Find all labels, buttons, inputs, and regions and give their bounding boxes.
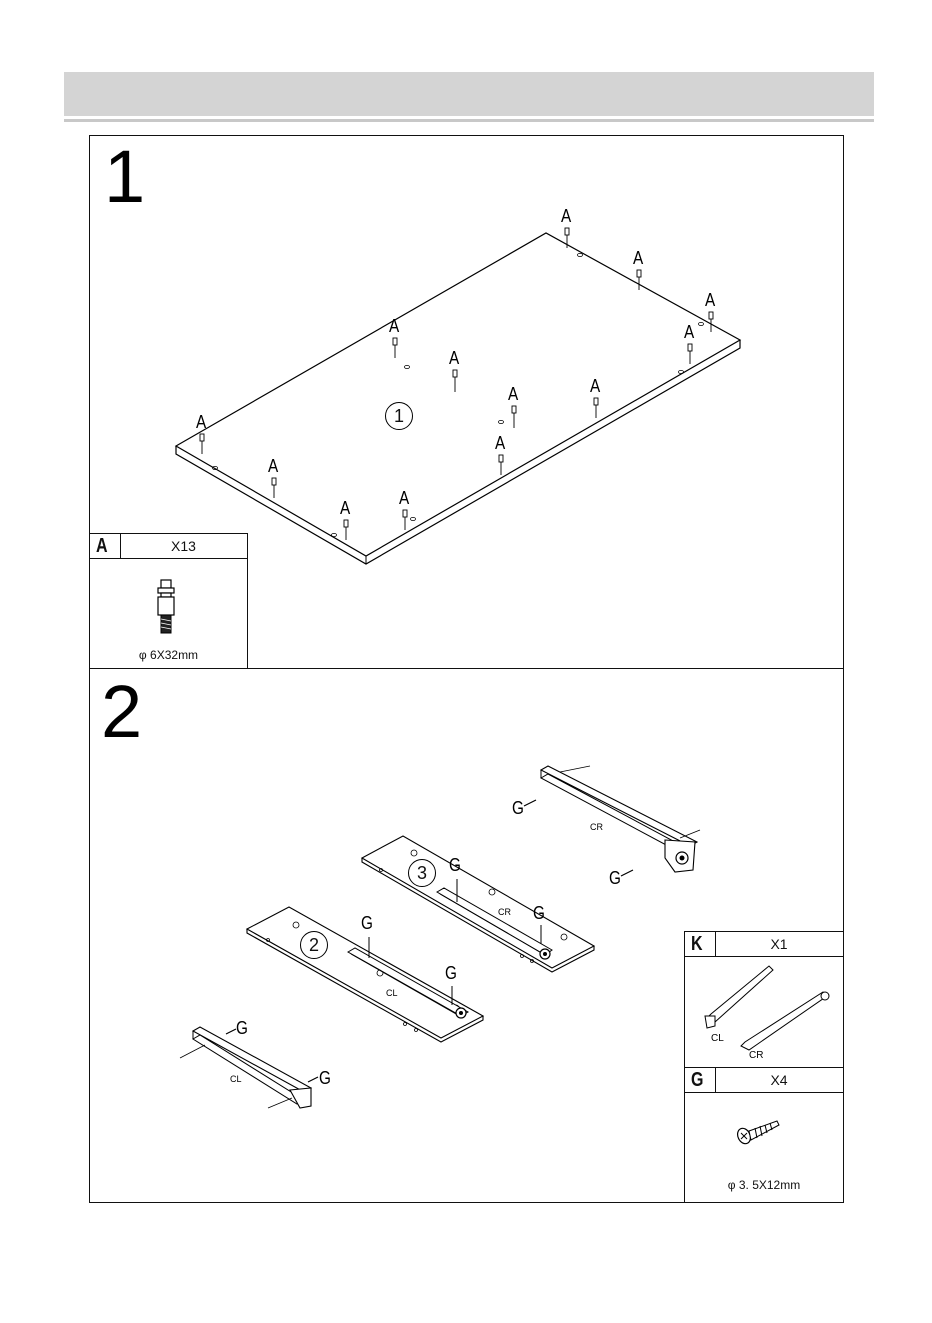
screw-label: G: [445, 963, 457, 984]
panel-number-3: 3: [408, 859, 436, 887]
screw-label: G: [609, 868, 621, 889]
part-quantity: X1: [715, 936, 843, 952]
drawer-slide-pair-icon: [685, 956, 845, 1066]
part-quantity: X4: [715, 1072, 843, 1088]
part-letter: K: [691, 933, 703, 956]
screw-label: G: [533, 903, 545, 924]
part-label-cl: CL: [711, 1033, 724, 1044]
screw-label: G: [449, 855, 461, 876]
part-box-header: K X1: [685, 932, 843, 957]
part-label-cr: CR: [749, 1050, 763, 1061]
slide-label-cl: CL: [230, 1074, 242, 1084]
part-box-g: G X4 φ 3. 5X12mm: [684, 1067, 844, 1203]
slide-label-cr: CR: [498, 907, 511, 917]
screw-icon: [735, 1116, 785, 1146]
slide-label-cr: CR: [590, 822, 603, 832]
part-box-k: K X1 CL CR: [684, 931, 844, 1068]
slide-label-cl: CL: [386, 988, 398, 998]
part-box-header: G X4: [685, 1068, 843, 1093]
screw-label: G: [361, 913, 373, 934]
screw-label: G: [319, 1068, 331, 1089]
part-spec: φ 3. 5X12mm: [685, 1178, 843, 1192]
screw-label: G: [512, 798, 524, 819]
part-letter: G: [691, 1069, 703, 1092]
screw-label: G: [236, 1018, 248, 1039]
panel-number-2: 2: [300, 931, 328, 959]
